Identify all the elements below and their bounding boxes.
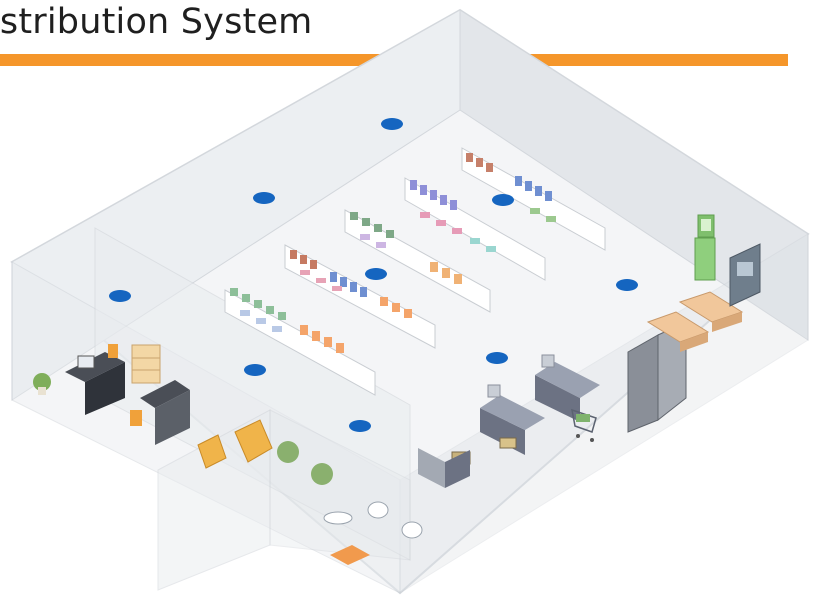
shelving-unit [461, 147, 606, 251]
partition-wall [269, 409, 411, 561]
ceiling-speaker-icon [244, 364, 266, 376]
back-wall-right [459, 9, 809, 341]
sink [323, 511, 353, 525]
bath-mat [330, 545, 370, 565]
office-chair [108, 344, 142, 426]
potted-plant [33, 373, 51, 395]
checkout-counter [535, 354, 600, 422]
partition-wall [157, 409, 271, 591]
bookshelf [131, 344, 161, 384]
bench [678, 291, 744, 332]
ceiling-speaker-icon [253, 192, 275, 204]
ceiling-speaker-icon [486, 352, 508, 364]
shopping-cart [571, 408, 597, 442]
shelving-unit [344, 209, 491, 313]
sofa [234, 419, 273, 463]
ceiling-speaker-icon [492, 194, 514, 206]
potted-plant [277, 441, 333, 485]
shelving-unit [284, 244, 436, 349]
bench [646, 311, 710, 352]
ceiling-speaker-icon [616, 279, 638, 291]
page-title: istribution System [0, 2, 313, 42]
shelving-unit [224, 288, 376, 396]
ceiling-speaker-icon [109, 290, 131, 302]
ceiling-speaker-icon [381, 118, 403, 130]
storage-counter [418, 448, 470, 488]
ceiling-speaker-icon [365, 268, 387, 280]
shopping-cart [499, 437, 517, 449]
shelving-unit [404, 177, 546, 281]
ceiling-speaker-icon [349, 420, 371, 432]
armchair [197, 434, 227, 469]
atm [729, 243, 761, 307]
toilet [367, 501, 423, 539]
desk [140, 380, 190, 445]
entrance-door [627, 321, 687, 433]
kiosk [694, 214, 716, 281]
desk [65, 352, 125, 415]
